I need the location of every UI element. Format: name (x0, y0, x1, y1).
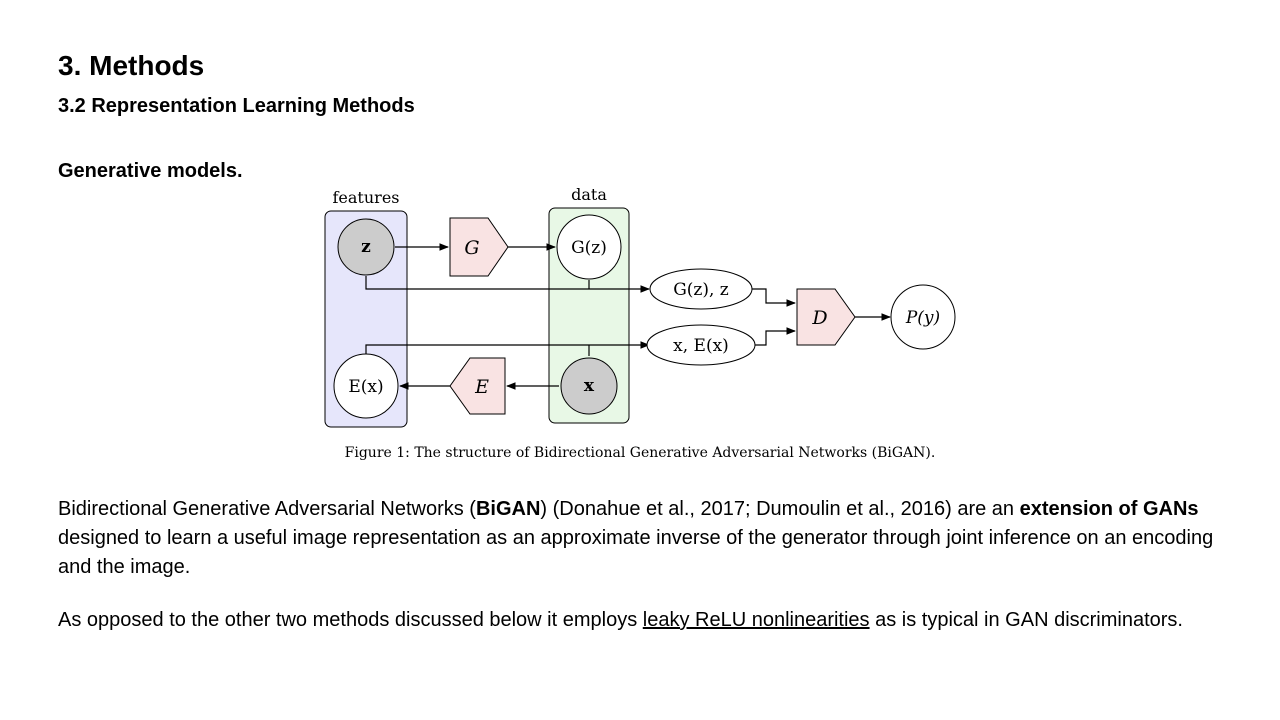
para2-text-2: as is typical in GAN discriminators. (869, 609, 1183, 631)
para1-bold-extension: extension of GANs (1019, 498, 1199, 520)
slide-subtitle: 3.2 Representation Learning Methods (58, 95, 415, 117)
features-label: features (333, 188, 400, 207)
paragraph-bigan-intro: Bidirectional Generative Adversarial Net… (58, 495, 1223, 582)
gz-node-label: G(z) (571, 238, 607, 258)
generator-label: G (464, 237, 479, 259)
py-node-label: P(y) (905, 308, 940, 328)
py-node (890, 284, 956, 350)
x-node-label: x (584, 376, 595, 396)
para1-text-3: designed to learn a useful image represe… (58, 527, 1214, 578)
encoder-label: E (474, 376, 489, 398)
para1-text-1: Bidirectional Generative Adversarial Net… (58, 498, 476, 520)
edge-gz-z-to-d (752, 288, 796, 307)
gz-z-pair-node (649, 268, 753, 310)
para2-text-1: As opposed to the other two methods disc… (58, 609, 643, 631)
edge-z-to-gz-z (365, 276, 650, 293)
discriminator-label: D (811, 307, 827, 329)
gz-z-pair-label: G(z), z (673, 280, 729, 300)
bigan-diagram: features data z G G(z) G(z), z x, E(x) D (324, 185, 956, 461)
edge-ex-to-x-ex (365, 341, 650, 356)
paragraph-leaky-relu: As opposed to the other two methods disc… (58, 606, 1223, 635)
ex-node (333, 353, 399, 419)
discriminator-pentagon (796, 288, 856, 346)
section-heading: Generative models. (58, 160, 243, 182)
figure-caption: Figure 1: The structure of Bidirectional… (345, 445, 936, 461)
z-node (337, 218, 395, 276)
leaky-relu-link[interactable]: leaky ReLU nonlinearities (642, 609, 870, 631)
x-ex-pair-label: x, E(x) (673, 336, 729, 356)
slide-title: 3. Methods (58, 50, 205, 81)
gz-node (556, 214, 622, 280)
x-ex-pair-node (646, 324, 756, 366)
ex-node-label: E(x) (348, 377, 383, 397)
x-node (560, 357, 618, 415)
para1-bold-bigan: BiGAN (475, 498, 541, 520)
edge-x-ex-to-d (755, 327, 796, 346)
data-label: data (571, 185, 607, 204)
encoder-pentagon (449, 357, 506, 415)
para1-text-2: ) (Donahue et al., 2017; Dumoulin et al.… (540, 498, 1020, 520)
z-node-label: z (361, 237, 371, 257)
generator-pentagon (449, 217, 509, 277)
